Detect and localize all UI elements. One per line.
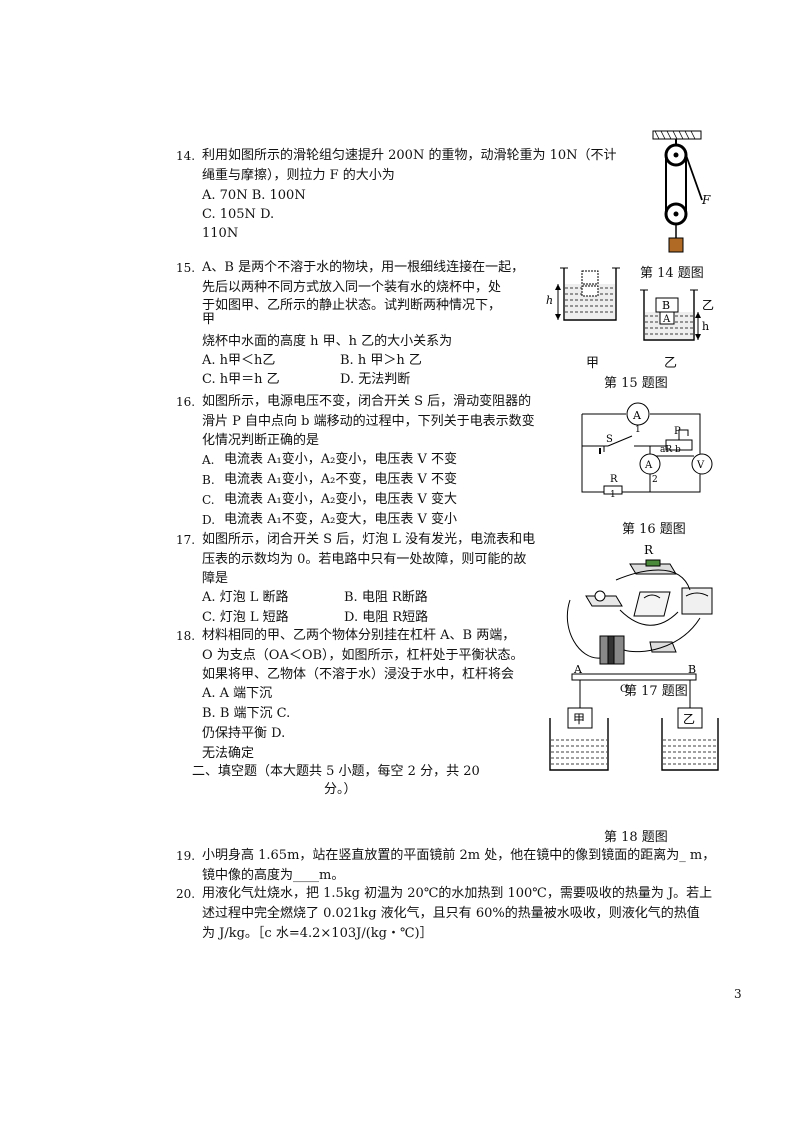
q17-text-line1: 如图所示，闭合开关 S 后，灯泡 L 没有发光，电流表和电	[202, 532, 536, 547]
circuit-switch-label: S	[606, 434, 613, 445]
q17-number: 17.	[176, 533, 196, 547]
section2-heading-line1: 二、填空题（本大题共 5 小题，每空 2 分，共 20	[192, 764, 480, 779]
q15-option-a: A. h甲＜h乙	[202, 353, 276, 368]
figure15-label-yi: 乙	[664, 356, 678, 371]
q17-text-line2: 压表的示数均为 0。若电路中只有一处故障，则可能的故	[202, 552, 527, 567]
q14-text-line1: 利用如图所示的滑轮组匀速提升 200N 的重物，动滑轮重为 10N（不计	[202, 148, 617, 163]
figure14-caption: 第 14 题图	[640, 266, 704, 281]
q16-option-b-key: B.	[202, 473, 215, 487]
figure16-caption: 第 16 题图	[622, 522, 686, 537]
q16-option-c-key: C.	[202, 493, 215, 507]
q16-option-b: 电流表 A₁变小，A₂不变，电压表 V 不变	[224, 472, 457, 487]
figure17-caption: 第 17 题图	[624, 684, 688, 699]
beaker-left-h-label: h	[546, 294, 553, 307]
q15-option-c: C. h甲＝h 乙	[202, 372, 280, 387]
q15-option-d: D. 无法判断	[340, 372, 411, 387]
q16-text-line3: 化情况判断正确的是	[202, 433, 320, 448]
q15-text-line3: 于如图甲、乙所示的静止状态。试判断两种情况下，	[202, 298, 502, 313]
q15-option-b: B. h 甲＞h 乙	[340, 353, 422, 368]
q17-option-b: B. 电阻 R断路	[344, 590, 428, 605]
q14-option-ab: A. 70N B. 100N	[202, 188, 306, 203]
q18-number: 18.	[176, 629, 196, 643]
beaker-block-a: A	[662, 314, 671, 325]
q14-option-d-value: 110N	[202, 226, 239, 241]
q18-option-c: 仍保持平衡 D.	[202, 726, 286, 741]
beakers-figure: h B A h 乙	[546, 267, 714, 341]
q14-option-cd: C. 105N D.	[202, 207, 275, 222]
q16-option-a: 电流表 A₁变小，A₂变小，电压表 V 不变	[224, 452, 457, 467]
q16-option-c: 电流表 A₁变小，A₂变小，电压表 V 变大	[224, 492, 457, 507]
q15-text-line1: A、B 是两个不溶于水的物块，用一根细线连接在一起，	[202, 260, 525, 275]
q14-number: 14.	[176, 149, 196, 163]
pulley-force-label: F	[701, 193, 711, 207]
q18-option-a: A. A 端下沉	[202, 686, 273, 701]
figure15-label-jia: 甲	[586, 356, 600, 371]
section2-heading-line2: 分。）	[324, 782, 357, 797]
q19-text-line1: 小明身高 1.65m，站在竖直放置的平面镜前 2m 处，他在镜中的像到镜面的距离…	[202, 848, 716, 863]
q17-option-c: C. 灯泡 L 短路	[202, 610, 289, 625]
q19-number: 19.	[176, 849, 196, 863]
page-number: 3	[734, 987, 742, 1001]
q15-text-line3-jia: 甲	[202, 312, 216, 327]
q18-option-b: B. B 端下沉 C.	[202, 706, 291, 721]
q16-option-a-key: A.	[202, 453, 215, 467]
q18-text-line2: O 为支点（OA＜OB），如图所示，杠杆处于平衡状态。	[202, 648, 524, 663]
circuit-ammeter-a2-index: 2	[652, 475, 658, 485]
circuit-rheostat-label: aR b	[660, 445, 681, 455]
q15-number: 15.	[176, 261, 196, 275]
circuit-voltmeter-label: V	[696, 460, 705, 471]
lever-end-b-label: B	[688, 664, 696, 676]
apparatus-figure: R	[566, 543, 713, 665]
circuit-ammeter-a1-index: 1	[635, 425, 641, 435]
q15-text-line4: 烧杯中水面的高度 h 甲、h 乙的大小关系为	[202, 334, 453, 349]
figure18-caption: 第 18 题图	[604, 830, 668, 845]
q17-option-a: A. 灯泡 L 断路	[202, 590, 289, 605]
q20-text-line3: 为 J/kg。［c 水=4.2×103J/(kg・℃)］	[202, 926, 433, 941]
circuit-slider-label: P	[674, 426, 681, 437]
q16-text-line1: 如图所示，电源电压不变，闭合开关 S 后，滑动变阻器的	[202, 394, 532, 409]
q18-option-d: 无法确定	[202, 746, 255, 761]
pulley-figure: F	[652, 130, 711, 253]
circuit-resistor-label: R	[610, 474, 618, 485]
circuit-ammeter-a1-label: A	[632, 409, 642, 422]
q20-number: 20.	[176, 887, 196, 901]
lever-figure: A B O 甲 乙	[549, 664, 719, 771]
lever-end-a-label: A	[573, 664, 583, 676]
q16-number: 16.	[176, 395, 196, 409]
lever-object-yi: 乙	[683, 712, 695, 726]
q20-text-line1: 用液化气灶烧水，把 1.5kg 初温为 20℃的水加热到 100℃，需要吸收的热…	[202, 886, 713, 901]
q18-text-line3: 如果将甲、乙物体（不溶于水）浸没于水中，杠杆将会	[202, 667, 515, 682]
circuit-ammeter-a2-label: A	[644, 460, 653, 471]
q14-text-line2: 绳重与摩擦），则拉力 F 的大小为	[202, 168, 395, 183]
q16-text-line2: 滑片 P 自中点向 b 端移动的过程中，下列关于电表示数变	[202, 414, 535, 429]
apparatus-resistor-label: R	[644, 543, 654, 557]
beaker-right-h-label: h	[702, 320, 709, 333]
beaker-block-b: B	[662, 299, 670, 312]
q15-text-line2: 先后以两种不同方式放入同一个装有水的烧杯中，处	[202, 280, 502, 295]
beaker-right-yi-label: 乙	[702, 298, 714, 312]
q16-option-d-key: D.	[202, 513, 216, 527]
q20-text-line2: 述过程中完全燃烧了 0.021kg 液化气，且只有 60%的热量被水吸收，则液化…	[202, 906, 700, 921]
q18-text-line1: 材料相同的甲、乙两个物体分别挂在杠杆 A、B 两端，	[202, 628, 516, 643]
figure15-caption: 第 15 题图	[604, 376, 668, 391]
q16-option-d: 电流表 A₁不变，A₂变大，电压表 V 变小	[224, 512, 457, 527]
circuit-figure: A 1 S P aR b A 2 V R 1	[581, 402, 713, 498]
q17-option-d: D. 电阻 R短路	[344, 610, 429, 625]
q19-text-line2: 镜中像的高度为____m。	[202, 868, 345, 883]
lever-pivot-label: O	[620, 684, 628, 695]
q17-text-line3: 障是	[202, 571, 229, 586]
lever-object-jia: 甲	[573, 712, 585, 726]
circuit-resistor-index: 1	[610, 490, 616, 498]
